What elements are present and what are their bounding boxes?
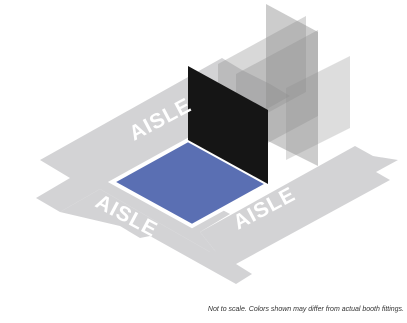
ghost-wall-3 bbox=[266, 4, 318, 166]
ghost-wall-4 bbox=[286, 56, 350, 160]
scale-disclaimer: Not to scale. Colors shown may differ fr… bbox=[207, 306, 404, 313]
back-wall bbox=[188, 66, 268, 184]
aisle-right bbox=[200, 146, 398, 264]
aisle-bottom-left bbox=[60, 189, 252, 284]
